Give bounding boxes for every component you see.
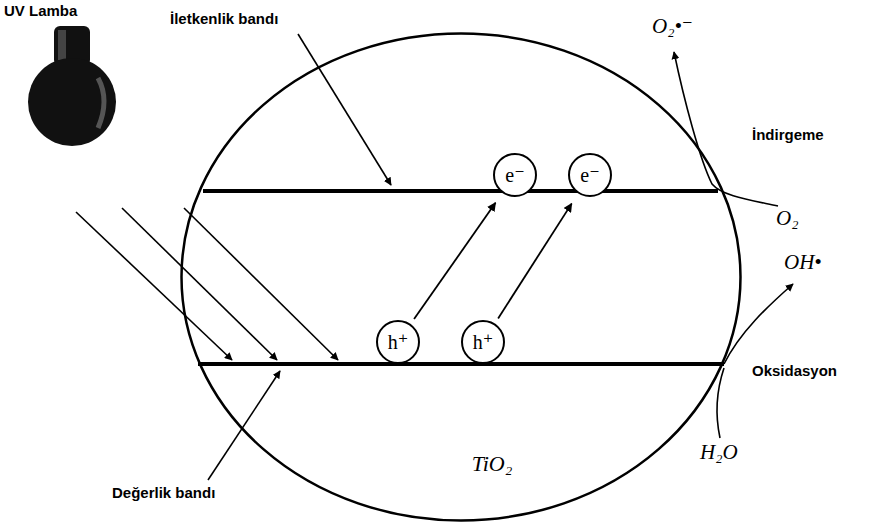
water-path — [717, 368, 724, 438]
part-label: UV Lamba — [4, 2, 77, 20]
species-label: OH• — [784, 250, 822, 275]
species-label: H₂O — [700, 440, 738, 465]
valence-band — [198, 362, 724, 366]
particle-outline — [180, 32, 742, 522]
part-label: Oksidasyon — [752, 362, 837, 380]
uv-ray — [76, 212, 232, 360]
species-label: O₂•⁻ — [652, 14, 693, 39]
part-label: İndirgeme — [752, 126, 824, 144]
charge-circle: h⁺ — [376, 320, 420, 364]
uv-ray — [184, 208, 338, 360]
part-label: İletkenlik bandı — [170, 10, 278, 28]
uv-ray — [122, 208, 277, 360]
charge-circle: e⁻ — [568, 153, 612, 197]
charge-symbol: h⁺ — [388, 332, 409, 352]
excitation-arrow — [414, 203, 495, 319]
tio2-particle: TiO₂ e⁻ e⁻ h⁺ h⁺ — [180, 32, 742, 522]
charge-symbol: e⁻ — [580, 165, 599, 185]
charge-circle: e⁻ — [493, 153, 537, 197]
charge-symbol: h⁺ — [473, 332, 494, 352]
part-label: Değerlik bandı — [112, 484, 215, 502]
leader-arrow — [208, 371, 280, 480]
material-label: TiO₂ — [472, 451, 513, 477]
uv-lamp — [28, 26, 116, 146]
conduction-band — [203, 189, 718, 193]
excitation-arrow — [498, 204, 572, 319]
charge-symbol: e⁻ — [505, 165, 524, 185]
charge-circle: h⁺ — [461, 320, 505, 364]
species-label: O₂ — [776, 206, 798, 231]
